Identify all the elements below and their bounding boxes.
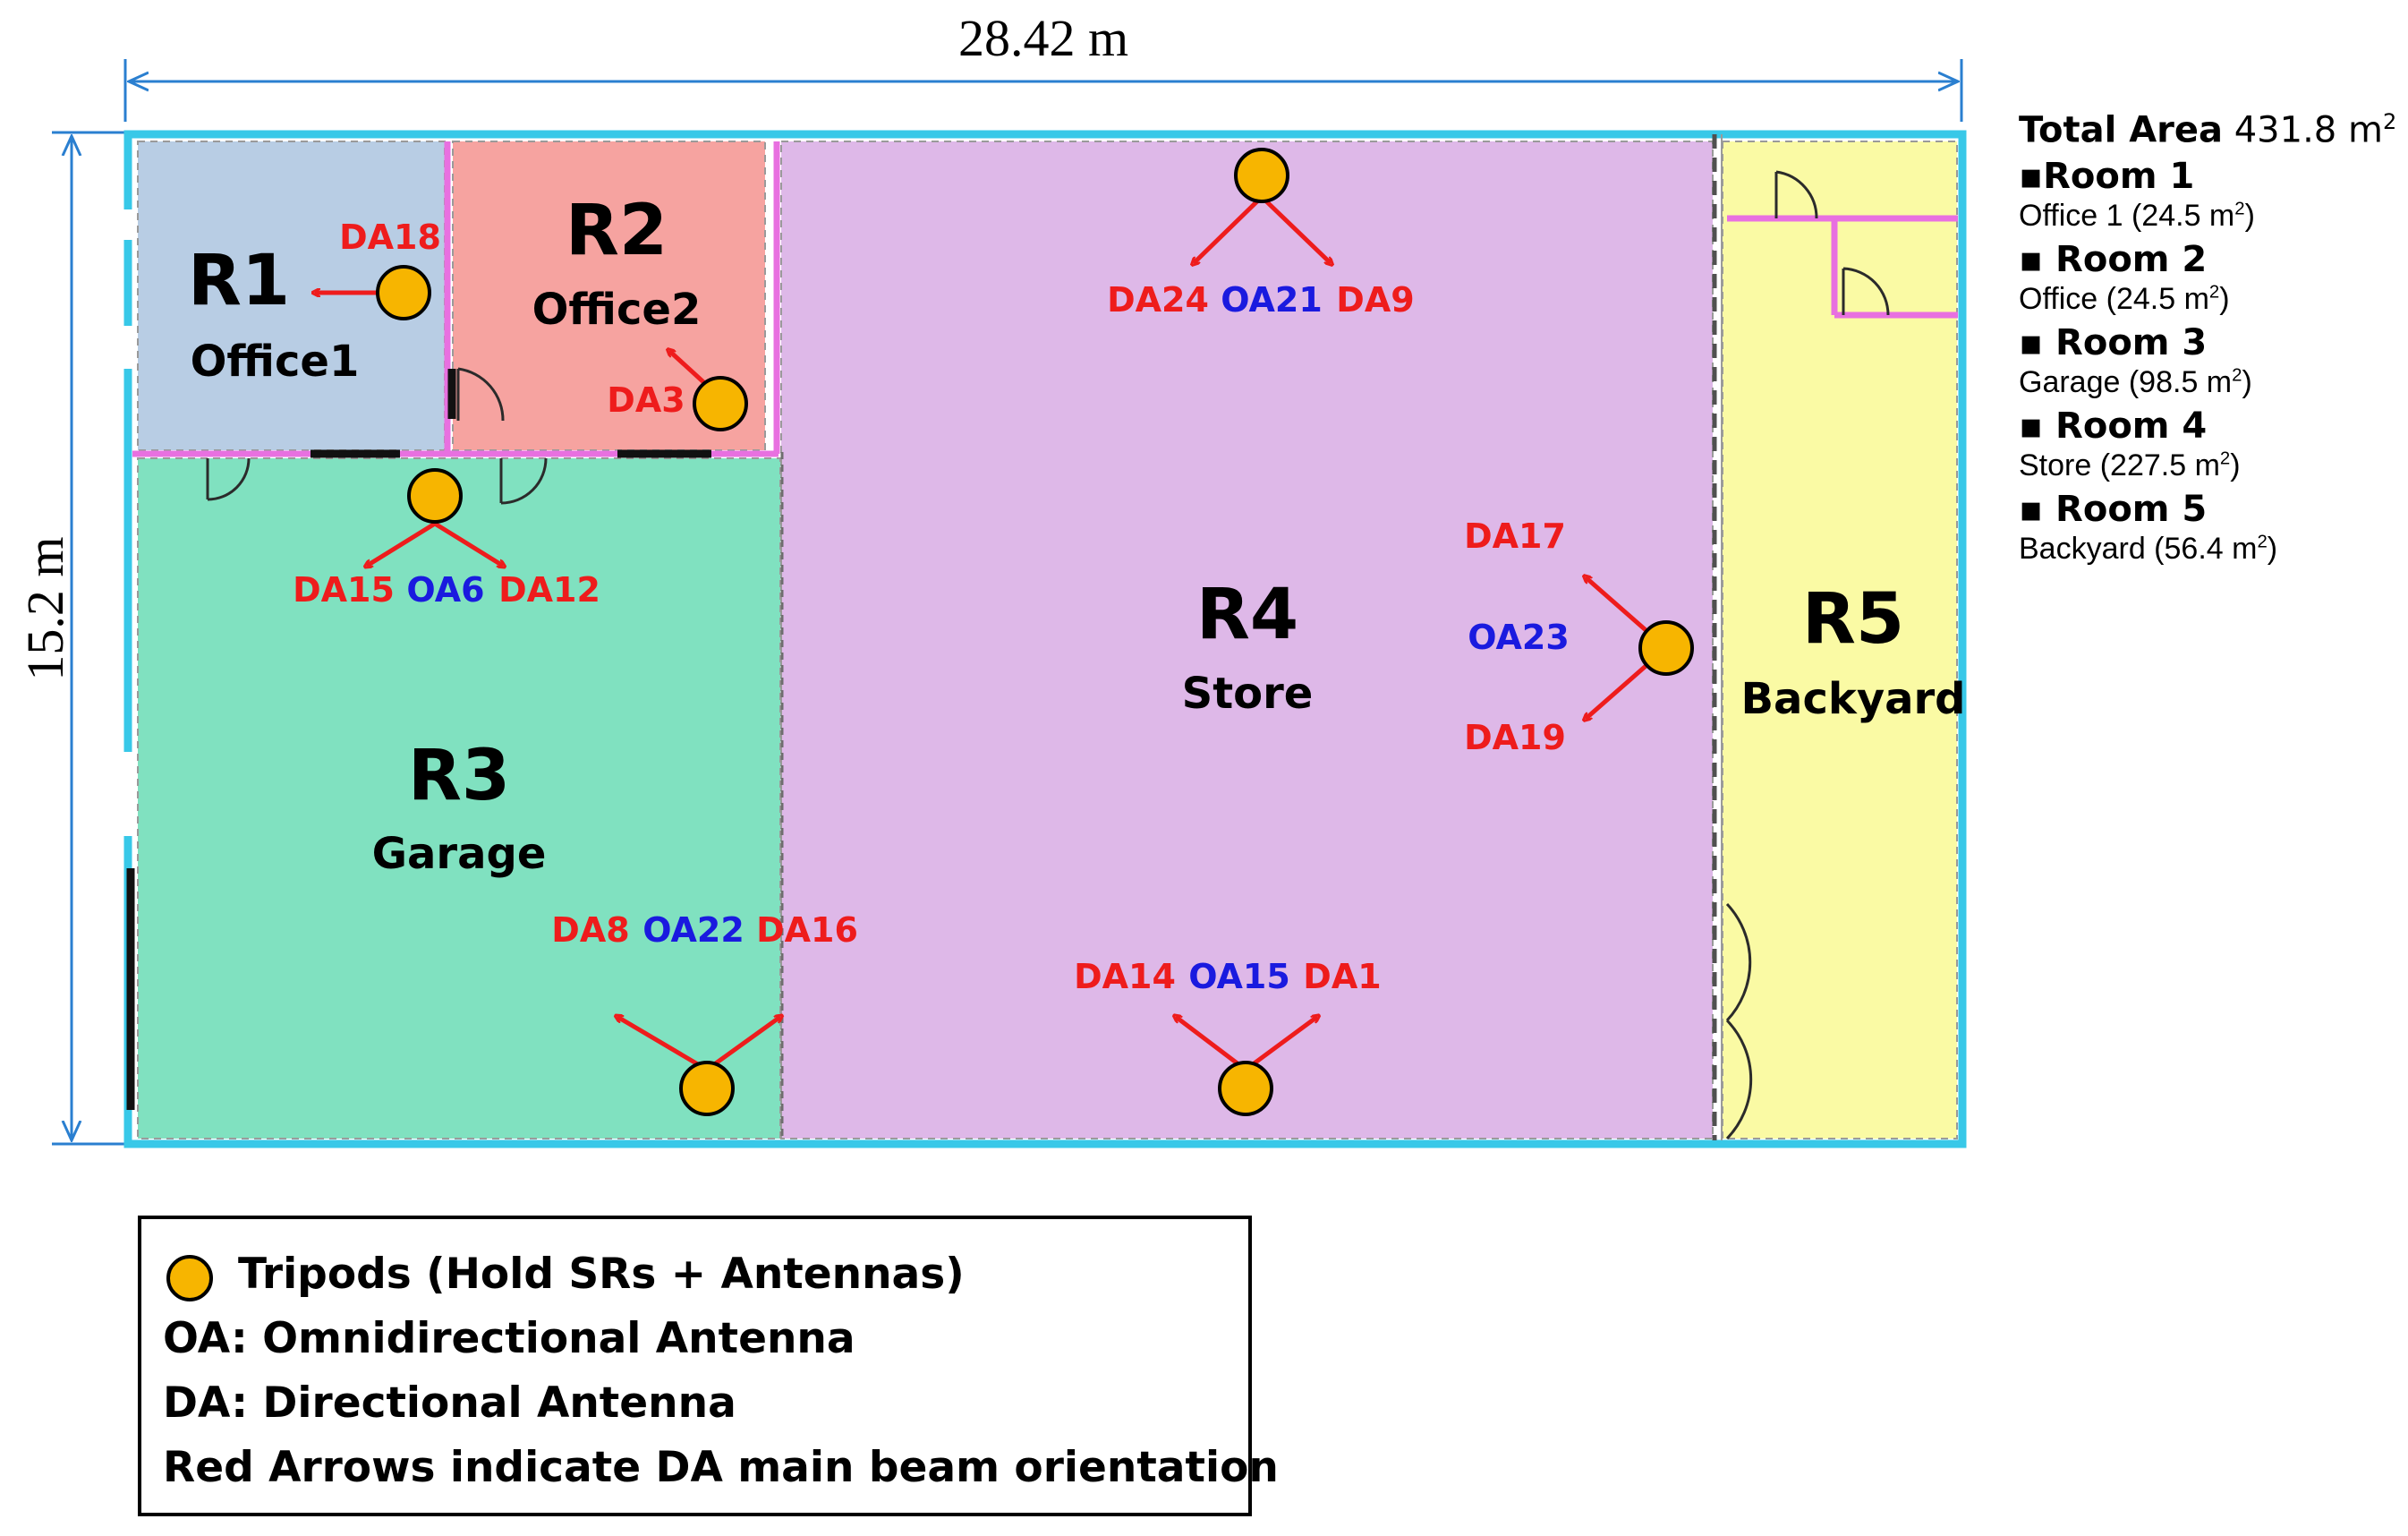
room-r3: [137, 457, 781, 1139]
arrow-da15: [367, 521, 437, 566]
room-r4: [780, 141, 1714, 1139]
label-da9: DA9: [1336, 280, 1414, 320]
legend-arrows: Red Arrows indicate DA main beam orienta…: [163, 1443, 1279, 1492]
room-r5-name: Backyard: [1740, 674, 1965, 724]
room-labels: R1 Office1 R2 Office2 R3 Garage R4 Store…: [188, 191, 1966, 879]
label-da16: DA16: [756, 910, 858, 950]
label-da18: DA18: [339, 218, 441, 257]
label-da12: DA12: [498, 570, 600, 610]
label-oa23: OA23: [1468, 618, 1570, 657]
legend-oa: OA: Omnidirectional Antenna: [163, 1314, 855, 1363]
legend-tripods: Tripods (Hold SRs + Antennas): [238, 1250, 965, 1299]
room-r5-code: R5: [1802, 579, 1904, 660]
summary-room4-title: ▪ Room 4: [2019, 405, 2208, 448]
area-summary: Total Area 431.8 m2 ▪Room 1 Office 1 (24…: [2019, 109, 2397, 567]
label-da24: DA24: [1107, 280, 1209, 320]
arrow-da8: [617, 1017, 709, 1072]
arrow-da1: [1244, 1017, 1317, 1072]
total-area-value: 431.8 m: [2234, 109, 2383, 151]
legend-da: DA: Directional Antenna: [163, 1378, 736, 1428]
tripods: [376, 148, 1694, 1116]
summary-room1-title: ▪Room 1: [2019, 156, 2195, 198]
arrow-da12: [433, 521, 503, 566]
tripod-r4-right: [1638, 620, 1694, 676]
summary-room5-title: ▪ Room 5: [2019, 489, 2208, 531]
label-oa6: OA6: [406, 570, 484, 610]
label-oa22: OA22: [642, 910, 745, 950]
room-r3-code: R3: [408, 736, 510, 816]
summary-room4-desc: Store (227.5 m2): [2019, 448, 2241, 483]
room-r3-name: Garage: [372, 829, 547, 879]
arrow-da14: [1176, 1017, 1247, 1071]
label-da1: DA1: [1303, 957, 1381, 996]
label-da17: DA17: [1464, 516, 1566, 556]
total-area: Total Area 431.8 m2: [2019, 109, 2397, 151]
wall-partitions: [780, 134, 1723, 1140]
summary-room3-title: ▪ Room 3: [2019, 322, 2208, 364]
arrow-da24: [1194, 195, 1264, 263]
label-da8: DA8: [551, 910, 629, 950]
room-r2-name: Office2: [532, 285, 702, 335]
antenna-labels: DA18 DA3 DA15 OA6 DA12 DA8 OA22 DA16 DA2…: [293, 218, 1570, 996]
width-dimension: 28.42 m: [123, 9, 1963, 122]
tripod-r4-top: [1234, 148, 1289, 203]
room-r4-code: R4: [1196, 575, 1298, 655]
room-r1-code: R1: [188, 241, 290, 321]
summary-room2-title: ▪ Room 2: [2019, 239, 2208, 281]
label-da15: DA15: [293, 570, 395, 610]
label-da14: DA14: [1074, 957, 1176, 996]
total-area-label: Total Area: [2019, 109, 2224, 151]
legend-box: Tripods (Hold SRs + Antennas) OA: Omnidi…: [138, 1216, 1279, 1516]
summary-room1-desc: Office 1 (24.5 m2): [2019, 199, 2255, 234]
summary-room5-desc: Backyard (56.4 m2): [2019, 532, 2278, 567]
total-area-exponent: 2: [2382, 109, 2397, 134]
summary-room3-desc: Garage (98.5 m2): [2019, 365, 2252, 400]
arrow-da16: [705, 1017, 780, 1072]
width-label: 28.42 m: [958, 9, 1128, 67]
summary-room2-desc: Office (24.5 m2): [2019, 282, 2230, 317]
label-da3: DA3: [607, 380, 685, 420]
tripod-r1: [376, 265, 431, 320]
label-oa15: OA15: [1188, 957, 1290, 996]
label-da19: DA19: [1464, 718, 1566, 757]
room-r2-code: R2: [566, 191, 668, 271]
label-oa21: OA21: [1221, 280, 1323, 320]
tripod-r3-bottom: [679, 1061, 735, 1116]
height-dimension: 15.2 m: [16, 131, 125, 1146]
tripod-legend-icon: [166, 1255, 213, 1301]
room-r4-name: Store: [1182, 669, 1314, 719]
arrow-da9: [1260, 195, 1331, 263]
tripod-r2: [693, 376, 748, 431]
window-marks: [126, 369, 711, 1110]
room-r5: [1722, 141, 1958, 1139]
height-label: 15.2 m: [16, 536, 74, 680]
door-icons: [206, 170, 1890, 1140]
tripod-r3-top: [407, 468, 463, 524]
room-r1-name: Office1: [191, 337, 360, 387]
tripod-r4-bottom: [1218, 1061, 1273, 1116]
